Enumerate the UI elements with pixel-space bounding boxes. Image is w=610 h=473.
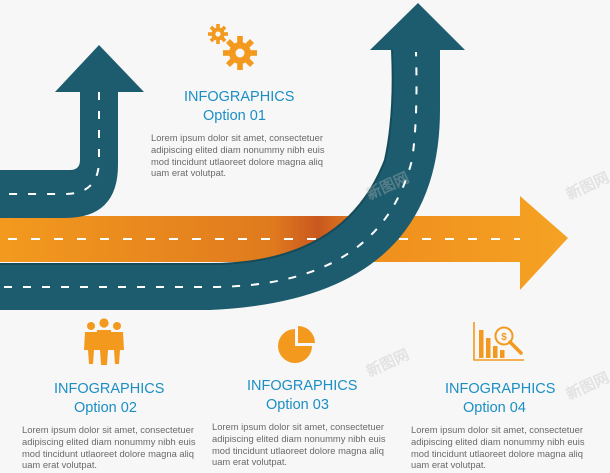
option-02-heading: INFOGRAPHICS bbox=[54, 381, 165, 397]
teal-road-small bbox=[0, 45, 144, 218]
option-02-text: Lorem ipsum dolor sit amet, consectetuer… bbox=[22, 424, 196, 471]
option-04-label: Option 04 bbox=[463, 400, 526, 416]
option-01-heading: INFOGRAPHICS bbox=[184, 89, 295, 105]
svg-text:$: $ bbox=[501, 332, 507, 343]
teal-road-large bbox=[0, 3, 465, 310]
teal-road-large-edge bbox=[0, 49, 394, 265]
option-02-label: Option 02 bbox=[74, 400, 137, 416]
option-03-text: Lorem ipsum dolor sit amet, consectetuer… bbox=[212, 421, 386, 468]
option-03-label: Option 03 bbox=[266, 397, 329, 413]
bar-chart-magnifier-icon: $ bbox=[473, 322, 524, 361]
option-03-block: INFOGRAPHICS Option 03 Lorem ipsum dolor… bbox=[212, 377, 417, 468]
teal-road-small-dashes bbox=[0, 92, 100, 195]
option-01-block: INFOGRAPHICS Option 01 Lorem ipsum dolor… bbox=[151, 88, 361, 179]
option-01-label: Option 01 bbox=[203, 108, 266, 124]
option-04-block: INFOGRAPHICS Option 04 Lorem ipsum dolor… bbox=[411, 380, 608, 471]
option-02-block: INFOGRAPHICS Option 02 Lorem ipsum dolor… bbox=[22, 380, 227, 471]
option-01-text: Lorem ipsum dolor sit amet, consectetuer… bbox=[151, 132, 325, 179]
gears-icon bbox=[208, 24, 257, 70]
orange-road bbox=[0, 196, 568, 290]
orange-road-body bbox=[0, 196, 568, 290]
option-04-heading: INFOGRAPHICS bbox=[445, 381, 556, 397]
option-04-text: Lorem ipsum dolor sit amet, consectetuer… bbox=[411, 424, 585, 471]
pie-chart-icon bbox=[278, 326, 315, 363]
option-03-heading: INFOGRAPHICS bbox=[247, 378, 358, 394]
teal-road-large-dashes bbox=[4, 51, 418, 288]
teal-road-small-body bbox=[0, 45, 144, 218]
people-group-icon bbox=[84, 318, 124, 365]
teal-road-large-body bbox=[0, 3, 465, 310]
